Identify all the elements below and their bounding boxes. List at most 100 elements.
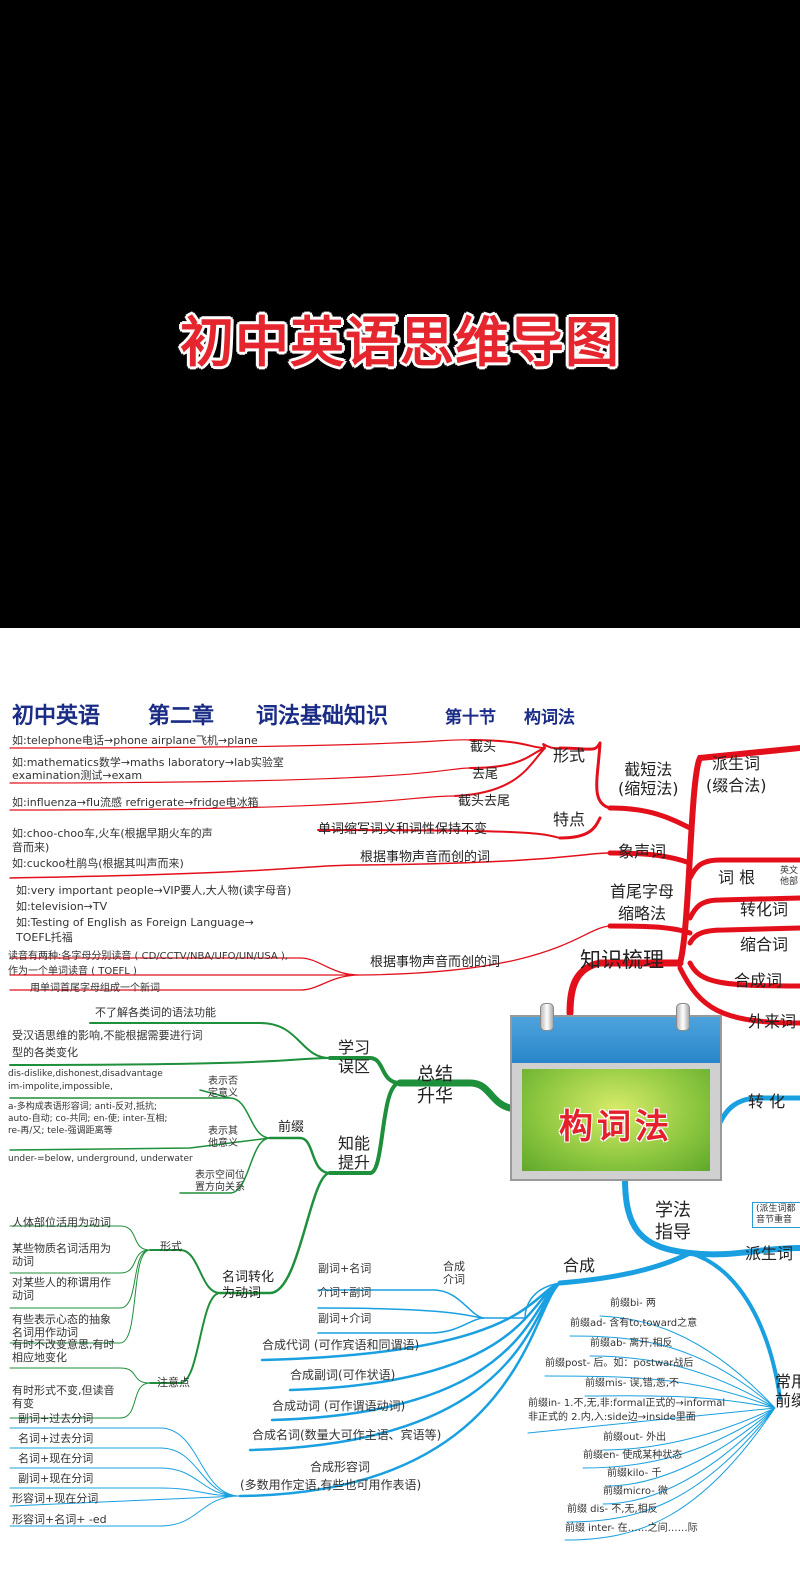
clipping-ex-tail-2: examination测试→exam: [12, 769, 143, 782]
mistake-2-line-1: 受汉语思维的影响,不能根据需要进行词: [12, 1029, 203, 1042]
node-method-derivation: 派生词: [745, 1244, 794, 1263]
acronym-ex-2: 如:television→TV: [16, 900, 108, 913]
adj-item: 名词+现在分词: [18, 1452, 94, 1465]
prefix-item: 前缀ad- 含有to,toward之意: [570, 1318, 698, 1329]
calendar-ring-icon: [676, 1003, 690, 1031]
clipping-ex-both: 如:influenza→flu流感 refrigerate→fridge电冰箱: [12, 796, 259, 809]
nv-note-1: 有时不改变意思,有时 相应地变化: [12, 1338, 115, 1365]
header-section: 第十节: [445, 708, 496, 728]
prefix-item: 非正式的 2.内,入:side边→inside里面: [528, 1412, 696, 1423]
acronym-ex-4: TOEFL托福: [16, 931, 73, 944]
adj-item: 副词+现在分词: [18, 1472, 94, 1485]
node-acronym-1: 首尾字母: [610, 882, 675, 901]
node-spatial: 表示空间位 置方向关系: [195, 1170, 245, 1193]
compound-verb: 合成动词 (可作谓语动词): [272, 1399, 406, 1413]
acronym-read-1: 读音有两种:各字母分别读音 ( CD/CCTV/NBA/UFO/UN/USA )…: [8, 951, 288, 962]
node-nv-form: 形式: [160, 1240, 182, 1253]
neg-ex-1: dis-dislike,dishonest,disadvantage: [8, 1069, 163, 1079]
prefix-item: 前缀mis- 误,错,恶,不: [585, 1378, 680, 1389]
clipping-feature-text: 单词缩写词义和词性保持不变: [318, 822, 488, 837]
node-knowledge-review: 知识梳理: [580, 948, 664, 972]
compound-adj-1: 合成形容词: [310, 1460, 371, 1474]
header-course: 初中英语: [12, 704, 101, 729]
prefix-item: 前缀out- 外出: [603, 1432, 667, 1443]
blue-branches: [9, 1095, 800, 1541]
node-head: 截头: [470, 740, 497, 755]
other-ex-3: re-再/又; tele-强调距离等: [8, 1126, 113, 1136]
onomatopoeia-desc: 根据事物声音而创的词: [360, 850, 491, 865]
mistake-1: 不了解各类词的语法功能: [95, 1006, 216, 1019]
compound-prep-1: 副词+名词: [318, 1262, 372, 1275]
nv-form-2: 某些物质名词活用为 动词: [12, 1242, 111, 1269]
nv-form-4: 有些表示心态的抽象 名词用作动词: [12, 1313, 111, 1340]
other-ex-2: auto-自动; co-共同; en-使; inter-互相;: [8, 1114, 168, 1124]
node-loanword: 外来词: [748, 1012, 797, 1031]
node-prefix: 前缀: [278, 1120, 305, 1135]
calendar-page: 构词法: [522, 1069, 710, 1171]
nv-note-2: 有时形式不变,但读音 有变: [12, 1384, 115, 1411]
acronym-read-2: 作为一个单词读音 ( TOEFL ): [8, 966, 137, 977]
node-conversion-word: 转化词: [740, 900, 789, 919]
adj-item: 形容词+名词+ -ed: [12, 1513, 107, 1526]
root-note-2: 他部: [780, 877, 799, 887]
node-derivation-1: 派生词: [712, 754, 761, 773]
compound-prep-3: 副词+介词: [318, 1312, 372, 1325]
node-compound-prep: 合成 介词: [443, 1260, 465, 1287]
compound-noun: 合成名词(数量大可作主语、宾语等): [252, 1428, 442, 1442]
prefix-item: 前缀en- 使成某种状态: [583, 1450, 683, 1461]
calendar-ring-icon: [540, 1003, 554, 1031]
clipping-ex-tail-1: 如:mathematics数学→maths laboratory→lab实验室: [12, 756, 284, 769]
branch-lines: [9, 739, 800, 1541]
node-negative: 表示否 定意义: [208, 1076, 238, 1099]
prefix-item: 前缀 inter- 在……之间……际: [565, 1523, 698, 1534]
node-head-tail: 截头去尾: [458, 794, 511, 809]
node-method-conversion: 转 化: [748, 1092, 786, 1111]
video-black-banner: 初中英语思维导图: [0, 0, 800, 628]
node-improve: 知能 提升: [338, 1134, 371, 1173]
node-tail: 去尾: [472, 767, 499, 782]
node-root-word: 词 根: [718, 868, 756, 887]
adj-item: 名词+过去分词: [18, 1432, 94, 1445]
node-noun-to-verb: 名词转化 为动词: [222, 1270, 275, 1301]
prefix-item: 前缀bi- 两: [610, 1298, 656, 1309]
mind-map: 初中英语 第二章 词法基础知识 第十节 构词法 截头 形式 去尾 截头去尾 特点…: [0, 628, 800, 1571]
acronym-ex-1: 如:very important people→VIP要人,大人物(读字母音): [16, 884, 292, 897]
prefix-item: 前缀post- 后。如：postwar战后: [545, 1358, 694, 1369]
prefix-item: 前缀micro- 微: [603, 1486, 668, 1497]
nv-form-3: 对某些人的称谓用作 动词: [12, 1276, 111, 1303]
other-ex-1: a-多构成表语形容词; anti-反对,抵抗;: [8, 1102, 158, 1112]
prefix-item: 前缀ab- 离开,相反: [590, 1338, 673, 1349]
acronym-form: 用单词首尾字母组成一个新词: [30, 983, 160, 994]
root-note-1: 英文: [780, 866, 799, 876]
node-feature: 特点: [553, 810, 586, 829]
node-form: 形式: [553, 746, 586, 765]
prefix-item: 前缀kilo- 千: [607, 1468, 662, 1479]
acronym-ex-3: 如:Testing of English as Foreign Language…: [16, 916, 254, 929]
node-onomatopoeia: 象声词: [618, 842, 667, 861]
node-other: 表示其 他意义: [208, 1126, 238, 1149]
neg-ex-2: im-impolite,impossible,: [8, 1082, 113, 1092]
clipping-ex-head: 如:telephone电话→phone airplane飞机→plane: [12, 734, 258, 747]
node-blending: 缩合词: [740, 935, 789, 954]
onomatopoeia-ex-3: 如:cuckoo杜鹃鸟(根据其叫声而来): [12, 857, 184, 870]
node-nv-notes: 注意点: [157, 1376, 190, 1389]
header-chapter: 第二章: [148, 704, 215, 729]
prefix-item: 前缀in- 1.不,无,非:formal正式的→informal: [528, 1398, 726, 1409]
center-node: 构词法: [510, 1003, 722, 1181]
adj-item: 副词+过去分词: [18, 1412, 94, 1425]
node-derivation-2: (缀合法): [706, 776, 767, 795]
compound-adj-2: (多数用作定语,有些也可用作表语): [240, 1478, 422, 1492]
node-common-prefixes: 常用 前缀: [775, 1372, 800, 1411]
mistake-2-line-2: 型的各类变化: [12, 1046, 78, 1059]
green-branches: [9, 1022, 514, 1419]
compound-adverb: 合成副词(可作状语): [290, 1368, 396, 1382]
video-title: 初中英语思维导图: [180, 311, 620, 374]
spatial-ex: under-=below, underground, underwater: [8, 1154, 193, 1164]
compound-prep-2: 介词+副词: [318, 1286, 372, 1299]
onomatopoeia-ex-2: 音而来): [12, 841, 50, 854]
compound-pronoun: 合成代词 (可作宾语和同谓语): [262, 1338, 420, 1352]
node-acronym-2: 缩略法: [618, 904, 667, 923]
acronym-desc: 根据事物声音而创的词: [370, 955, 501, 970]
nv-form-1: 人体部位活用为动词: [12, 1216, 111, 1229]
node-clipping: 截短法 (缩短法): [618, 760, 679, 799]
